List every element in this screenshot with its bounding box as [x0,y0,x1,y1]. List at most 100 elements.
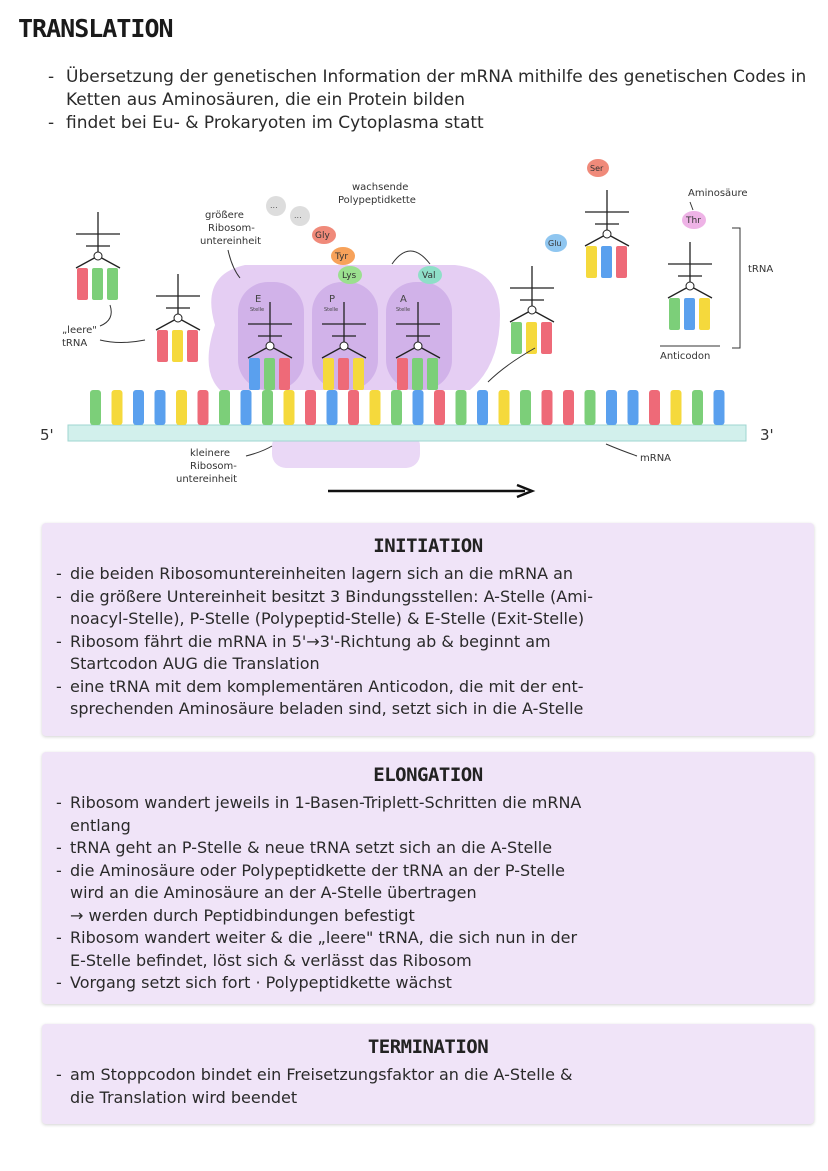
bullet-dash: - [56,676,62,696]
trna-molecule [321,302,367,390]
mrna-base [692,390,703,425]
anticodon-base [172,330,183,362]
mrna-strand [67,424,747,442]
list-item: Startcodon AUG die Translation [56,653,800,676]
page-title: TRANSLATION [18,14,174,43]
tyr-label: Tyr [334,252,348,262]
anticodon-base [511,322,522,354]
anticodon-base [77,268,88,300]
amino-acid-glu [545,234,567,252]
pointer-line [99,339,146,343]
list-item: die Translation wird beendet [56,1087,800,1110]
anticodon-base [279,358,290,390]
mrna-base [627,390,639,425]
trna-body [75,212,121,269]
mrna-base [262,390,273,425]
bullet-dash [56,698,70,721]
large-subunit-label-line: untereinheit [200,236,261,247]
trna-group [75,190,713,390]
anticodon-label: Anticodon [660,351,710,362]
bullet-dash: - [56,586,62,606]
mrna-base [498,390,510,425]
bullet-dash [56,653,70,676]
small-subunit-label: kleinere Ribosom- untereinheit [176,448,240,485]
e-site-label: E [255,294,261,305]
intro-item: -findet bei Eu- & Prokaryoten im Cytopla… [48,113,484,133]
trna-label: tRNA [748,264,773,275]
list-item-text: die beiden Ribosomuntereinheiten lagern … [70,564,574,583]
p-site-label: P [329,294,335,305]
elongation-heading: ELONGATION [373,764,483,786]
anticodon-base [616,246,627,278]
mrna-base [412,390,424,425]
ser-label: Ser [590,164,604,173]
list-item-text: noacyl-Stelle), P-Stelle (Polypeptid-Ste… [70,609,585,628]
bullet-dash [56,815,70,838]
anticodon-base [586,246,597,278]
chain-dot-label: ... [294,211,302,220]
list-item: -die Aminosäure oder Polypeptidkette der… [56,860,800,883]
mrna-label: mRNA [640,453,671,464]
mrna-base [477,390,488,425]
small-subunit-label-line: Ribosom- [190,461,237,472]
initiation-list: -die beiden Ribosomuntereinheiten lagern… [56,563,800,721]
list-item-text: am Stoppcodon bindet ein Freisetzungsfak… [70,1065,573,1084]
trna-loop [413,341,423,351]
mrna-base [133,390,144,425]
trna-body [321,302,367,359]
trna-loop [339,341,349,351]
list-item-text: die größere Untereinheit besitzt 3 Bindu… [70,586,594,606]
aminosaeure-label: Aminosäure [688,188,748,199]
list-item-text: entlang [70,815,131,835]
intro-text: Übersetzung der genetischen Information … [66,67,807,110]
mrna-base [541,390,553,425]
thr-label: Thr [685,216,701,226]
list-item-text: die Translation wird beendet [70,1087,298,1107]
list-item-text: Startcodon AUG die Translation [70,654,320,673]
list-item: -am Stoppcodon bindet ein Freisetzungsfa… [56,1064,800,1087]
list-item: -Ribosom wandert weiter & die „leere" tR… [56,927,800,950]
mrna-base [520,390,531,425]
list-item: E-Stelle befindet, löst sich & verlässt … [56,950,800,973]
list-item: → werden durch Peptidbindungen befestigt [56,905,800,928]
mrna-base [154,390,166,425]
chain-dot-label: ... [270,201,278,210]
empty-trna-label: „leere" tRNA [62,325,100,349]
list-item: -die größere Untereinheit besitzt 3 Bind… [56,586,800,609]
large-subunit-label: größere Ribosom- untereinheit [200,210,261,247]
amino-acid-ser [587,159,609,177]
anticodon-base [353,358,364,390]
bullet-dash [56,905,70,928]
anticodon-base [107,268,118,300]
anticodon-base [249,358,260,390]
trna-molecule [247,302,293,390]
mrna-base [649,390,660,425]
three-prime-label: 3' [760,426,774,444]
mrna-base [670,390,682,425]
intro-list: -Übersetzung der genetischen Information… [48,66,818,135]
initiation-card: INITIATION -die beiden Ribosomuntereinhe… [42,523,814,736]
empty-trna-label-line: „leere" [62,325,97,336]
list-item-text: Vorgang setzt sich fort · Polypeptidkett… [70,973,452,992]
list-item: -eine tRNA mit dem komplementären Antico… [56,676,800,699]
gly-label: Gly [315,231,330,241]
trna-body [667,242,713,299]
list-item: noacyl-Stelle), P-Stelle (Polypeptid-Ste… [56,608,800,631]
glu-label: Glu [548,239,562,248]
list-item: -Vorgang setzt sich fort · Polypeptidket… [56,972,800,995]
move-arrow [391,250,431,265]
mrna-base [219,390,230,425]
initiation-heading: INITIATION [373,535,483,557]
trna-body [155,274,201,331]
empty-trna-label-line: tRNA [62,338,87,349]
anticodon-base [397,358,408,390]
translation-diagram: E P A Stelle Stelle Stelle 5' 3' ... ...… [40,159,774,499]
list-item-text: wird an die Aminosäure an der A-Stelle ü… [70,883,477,902]
elongation-list: -Ribosom wandert jeweils in 1-Basen-Trip… [56,792,800,995]
mrna-base [434,390,445,425]
list-item-text: Ribosom wandert jeweils in 1-Basen-Tripl… [70,793,582,812]
trna-loop [93,251,103,261]
e-site-sub: Stelle [250,307,264,313]
trna-body [247,302,293,359]
pointer-line [245,445,273,457]
